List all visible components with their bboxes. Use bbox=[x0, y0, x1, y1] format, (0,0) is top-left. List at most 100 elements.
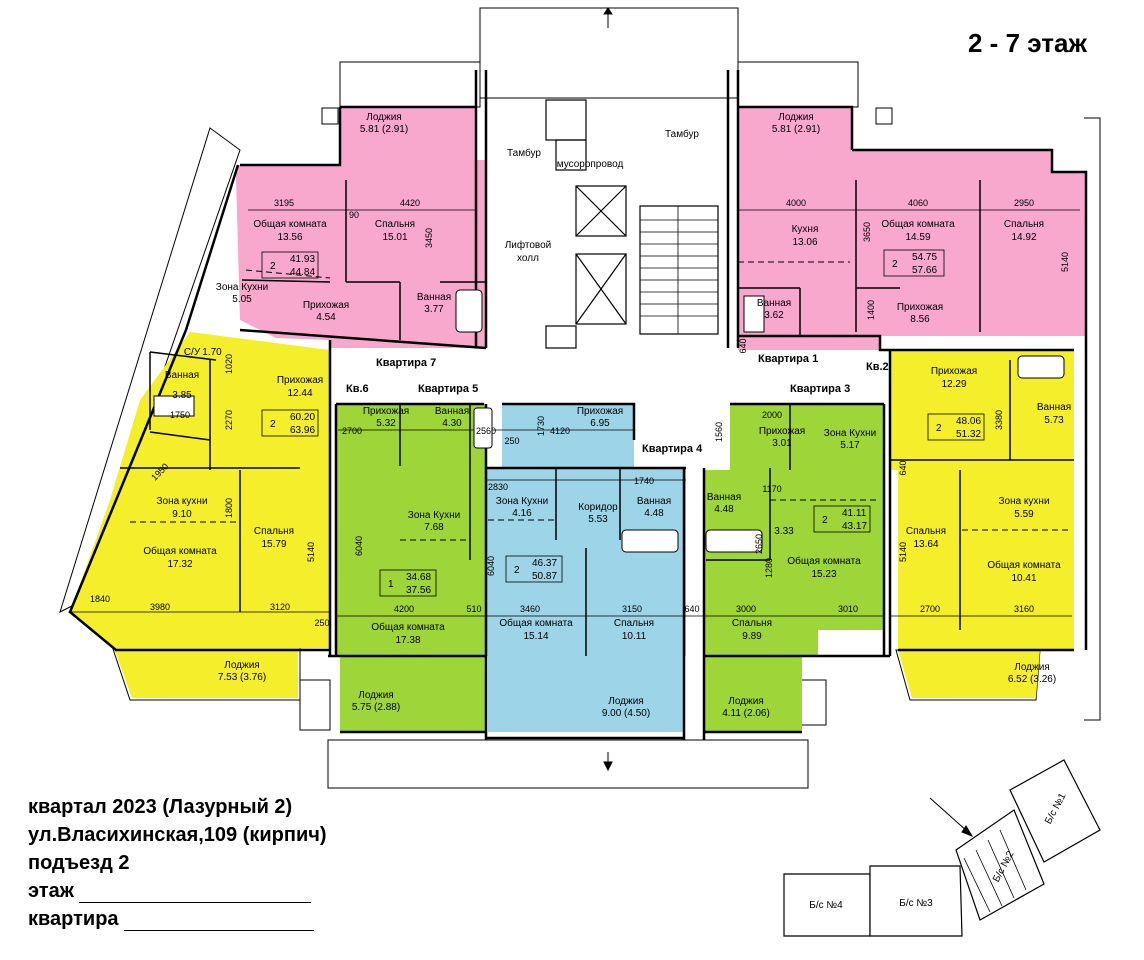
dimension: 3195 bbox=[274, 198, 294, 208]
dimension: 90 bbox=[349, 210, 359, 220]
room-area: 15.14 bbox=[523, 631, 548, 642]
room-name: Ванная bbox=[165, 370, 199, 381]
apt5-area-box bbox=[379, 569, 437, 597]
apt7-fill bbox=[236, 107, 486, 348]
apt6-fill bbox=[70, 332, 330, 650]
room-area: 3.01 bbox=[772, 438, 792, 449]
info-line-2: ул.Власихинская,109 (кирпич) bbox=[28, 824, 327, 846]
apt1-label: Квартира 1 bbox=[758, 353, 818, 365]
apt2-area-living: 48.06 bbox=[956, 416, 981, 427]
apt3-loggia-fill bbox=[704, 656, 802, 732]
dimension: 3450 bbox=[424, 228, 434, 248]
room-area: 5.81 (2.91) bbox=[772, 124, 820, 135]
room-name: С/У bbox=[184, 347, 201, 358]
dimension: 4000 bbox=[786, 198, 806, 208]
room-name: Зона кухни bbox=[998, 496, 1049, 507]
dimension: 1170 bbox=[762, 484, 781, 494]
room-name: Лоджия bbox=[224, 660, 259, 671]
dimension: 1560 bbox=[714, 422, 724, 442]
apt7-area-box bbox=[261, 251, 319, 279]
room-area: 5.73 bbox=[1044, 415, 1064, 426]
room-area: 5.81 (2.91) bbox=[360, 124, 408, 135]
site-key-plan bbox=[783, 759, 1101, 937]
apt7-area-living: 41.93 bbox=[290, 254, 315, 265]
dimension: 1840 bbox=[90, 594, 110, 604]
apartment-label: квартира bbox=[28, 908, 119, 930]
room-area: 5.32 bbox=[376, 418, 396, 429]
apt1-area-total: 57.66 bbox=[912, 265, 937, 276]
floor-title: 2 - 7 этаж bbox=[968, 28, 1087, 58]
room-name: Прихожая bbox=[759, 426, 805, 437]
room-area: 15.23 bbox=[811, 569, 836, 580]
room-area: 5.05 bbox=[232, 294, 252, 305]
apt6-area-box bbox=[261, 409, 319, 437]
apt6-loggia-fill bbox=[114, 648, 298, 698]
room-area: 10.11 bbox=[622, 631, 647, 642]
apt2-label: Кв.2 bbox=[866, 361, 889, 373]
room-area: 5.17 bbox=[840, 440, 860, 451]
room-area: 10.41 bbox=[1011, 573, 1036, 584]
dimension: 2830 bbox=[488, 482, 508, 492]
apt7-area-total: 44.84 bbox=[290, 267, 315, 278]
apt1-fill bbox=[738, 107, 1086, 350]
room-area: 5.59 bbox=[1014, 509, 1034, 520]
room-area: 3.77 bbox=[424, 304, 444, 315]
stair-core bbox=[545, 99, 719, 349]
room-name: Спальня bbox=[375, 219, 415, 230]
room-area: 1.70 bbox=[202, 347, 222, 358]
apt5-area-total: 37.56 bbox=[406, 585, 431, 596]
dimension: 2700 bbox=[920, 604, 940, 614]
room-area: 3.62 bbox=[764, 310, 784, 321]
apt4-rooms: 2 bbox=[514, 565, 520, 576]
dimension: 2560 bbox=[476, 426, 496, 436]
dimension: 3980 bbox=[150, 602, 170, 612]
dimension: 2950 bbox=[1014, 198, 1034, 208]
room-name: Общая комната bbox=[253, 218, 327, 230]
room-name: Лоджия bbox=[608, 696, 643, 707]
apt6-label: Кв.6 bbox=[346, 383, 369, 395]
section-3-label: Б/с №3 bbox=[899, 898, 933, 909]
room-area: 13.56 bbox=[277, 232, 302, 243]
apartment-blank bbox=[124, 912, 315, 931]
room-area: 15.01 bbox=[382, 232, 407, 243]
dimension: 3650 bbox=[862, 222, 872, 242]
apt2-area-box bbox=[927, 413, 985, 441]
room-area: 3.85 bbox=[172, 390, 192, 401]
room-name: Лоджия bbox=[358, 690, 393, 701]
dimension: 3460 bbox=[520, 604, 540, 614]
dimension: 5140 bbox=[898, 542, 908, 562]
apt4-label: Квартира 4 bbox=[642, 443, 703, 455]
lift-hall-label-2: холл bbox=[517, 253, 539, 264]
room-name: Общая комната bbox=[787, 555, 861, 567]
room-area: 4.16 bbox=[512, 508, 532, 519]
room-name: Спальня bbox=[614, 618, 654, 629]
dimension: 510 bbox=[466, 604, 481, 614]
area-box-values: 2 41.93 44.84 2 54.75 57.66 2 60.20 63.9… bbox=[270, 252, 981, 596]
dimension: 2270 bbox=[224, 410, 234, 430]
vestibule-right-label: Тамбур bbox=[665, 128, 699, 140]
room-name: Прихожая bbox=[277, 375, 323, 386]
room-labels: Лоджия 5.81 (2.91) Общая комната 13.56 С… bbox=[143, 112, 1071, 719]
dimension: 1020 bbox=[224, 354, 234, 374]
room-name: Ванная bbox=[757, 298, 791, 309]
apt5-area-living: 34.68 bbox=[406, 572, 431, 583]
stairs bbox=[639, 205, 719, 335]
dimension: 4200 bbox=[394, 604, 414, 614]
apt7-label: Квартира 7 bbox=[376, 357, 436, 369]
section-2 bbox=[955, 809, 1045, 921]
apt5-loggia-fill bbox=[340, 656, 486, 732]
dimension: 6040 bbox=[486, 556, 496, 576]
dimension: 2700 bbox=[342, 426, 362, 436]
room-name: Ванная bbox=[417, 292, 451, 303]
room-name: Общая комната bbox=[881, 218, 955, 230]
arrows bbox=[603, 7, 974, 838]
room-name: Зона Кухни bbox=[216, 282, 268, 293]
room-name: Кухня bbox=[792, 224, 819, 235]
apt3-area-box bbox=[813, 505, 871, 533]
room-name: Ванная bbox=[435, 406, 469, 417]
apt2-rooms: 2 bbox=[936, 423, 942, 434]
room-area: 4.30 bbox=[442, 418, 462, 429]
room-area: 4.48 bbox=[714, 504, 734, 515]
dimension: 3010 bbox=[838, 604, 858, 614]
